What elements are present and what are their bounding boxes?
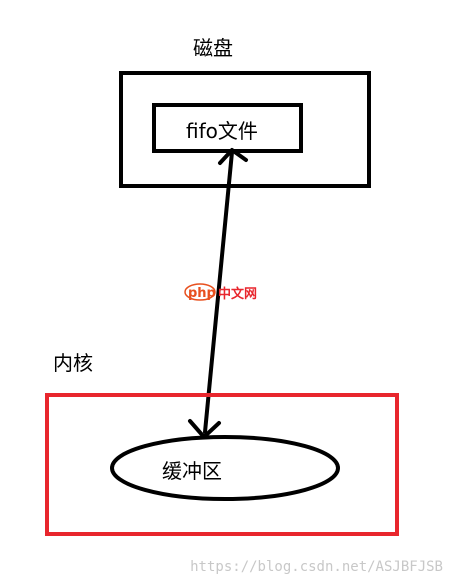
php-logo: php 中文网 bbox=[184, 283, 257, 302]
php-logo-suffix: 中文网 bbox=[218, 286, 257, 302]
php-logo-prefix: php bbox=[188, 286, 216, 301]
disk-title: 磁盘 bbox=[193, 36, 233, 60]
disk-box bbox=[119, 71, 371, 188]
arrow-shaft bbox=[203, 150, 234, 434]
kernel-box bbox=[45, 393, 399, 536]
php-logo-ellipse bbox=[184, 283, 216, 301]
fifo-file-box bbox=[152, 103, 303, 153]
fifo-file-label: fifo文件 bbox=[186, 119, 258, 143]
buffer-label: 缓冲区 bbox=[162, 459, 222, 483]
arrow-head-up bbox=[218, 148, 248, 165]
kernel-title: 内核 bbox=[53, 351, 93, 375]
csdn-watermark: https://blog.csdn.net/ASJBFJSB bbox=[190, 559, 443, 575]
buffer-ellipse bbox=[110, 435, 340, 501]
